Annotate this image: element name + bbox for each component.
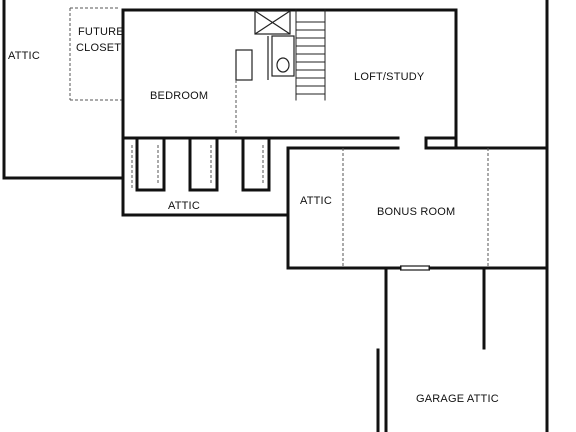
garage-attic-walls (376, 266, 486, 432)
dormer-bays (131, 136, 271, 192)
label-future-closet-line2: CLOSET (76, 42, 121, 54)
future-closet-outline (69, 7, 123, 101)
bonus-room-walls (286, 146, 549, 271)
label-bonus-room: BONUS ROOM (377, 206, 455, 218)
label-future-closet-line1: FUTURE (78, 26, 124, 38)
label-attic-right: ATTIC (300, 195, 332, 207)
staircase (295, 9, 326, 101)
bath-fixtures (235, 10, 295, 135)
label-garage-attic: GARAGE ATTIC (416, 393, 499, 405)
main-floor-walls (121, 8, 458, 217)
label-attic-left: ATTIC (8, 50, 40, 62)
label-bedroom: BEDROOM (150, 90, 208, 102)
label-attic-bottom: ATTIC (168, 200, 200, 212)
label-loft-study: LOFT/STUDY (354, 71, 425, 83)
left-attic-walls (2, 0, 125, 180)
